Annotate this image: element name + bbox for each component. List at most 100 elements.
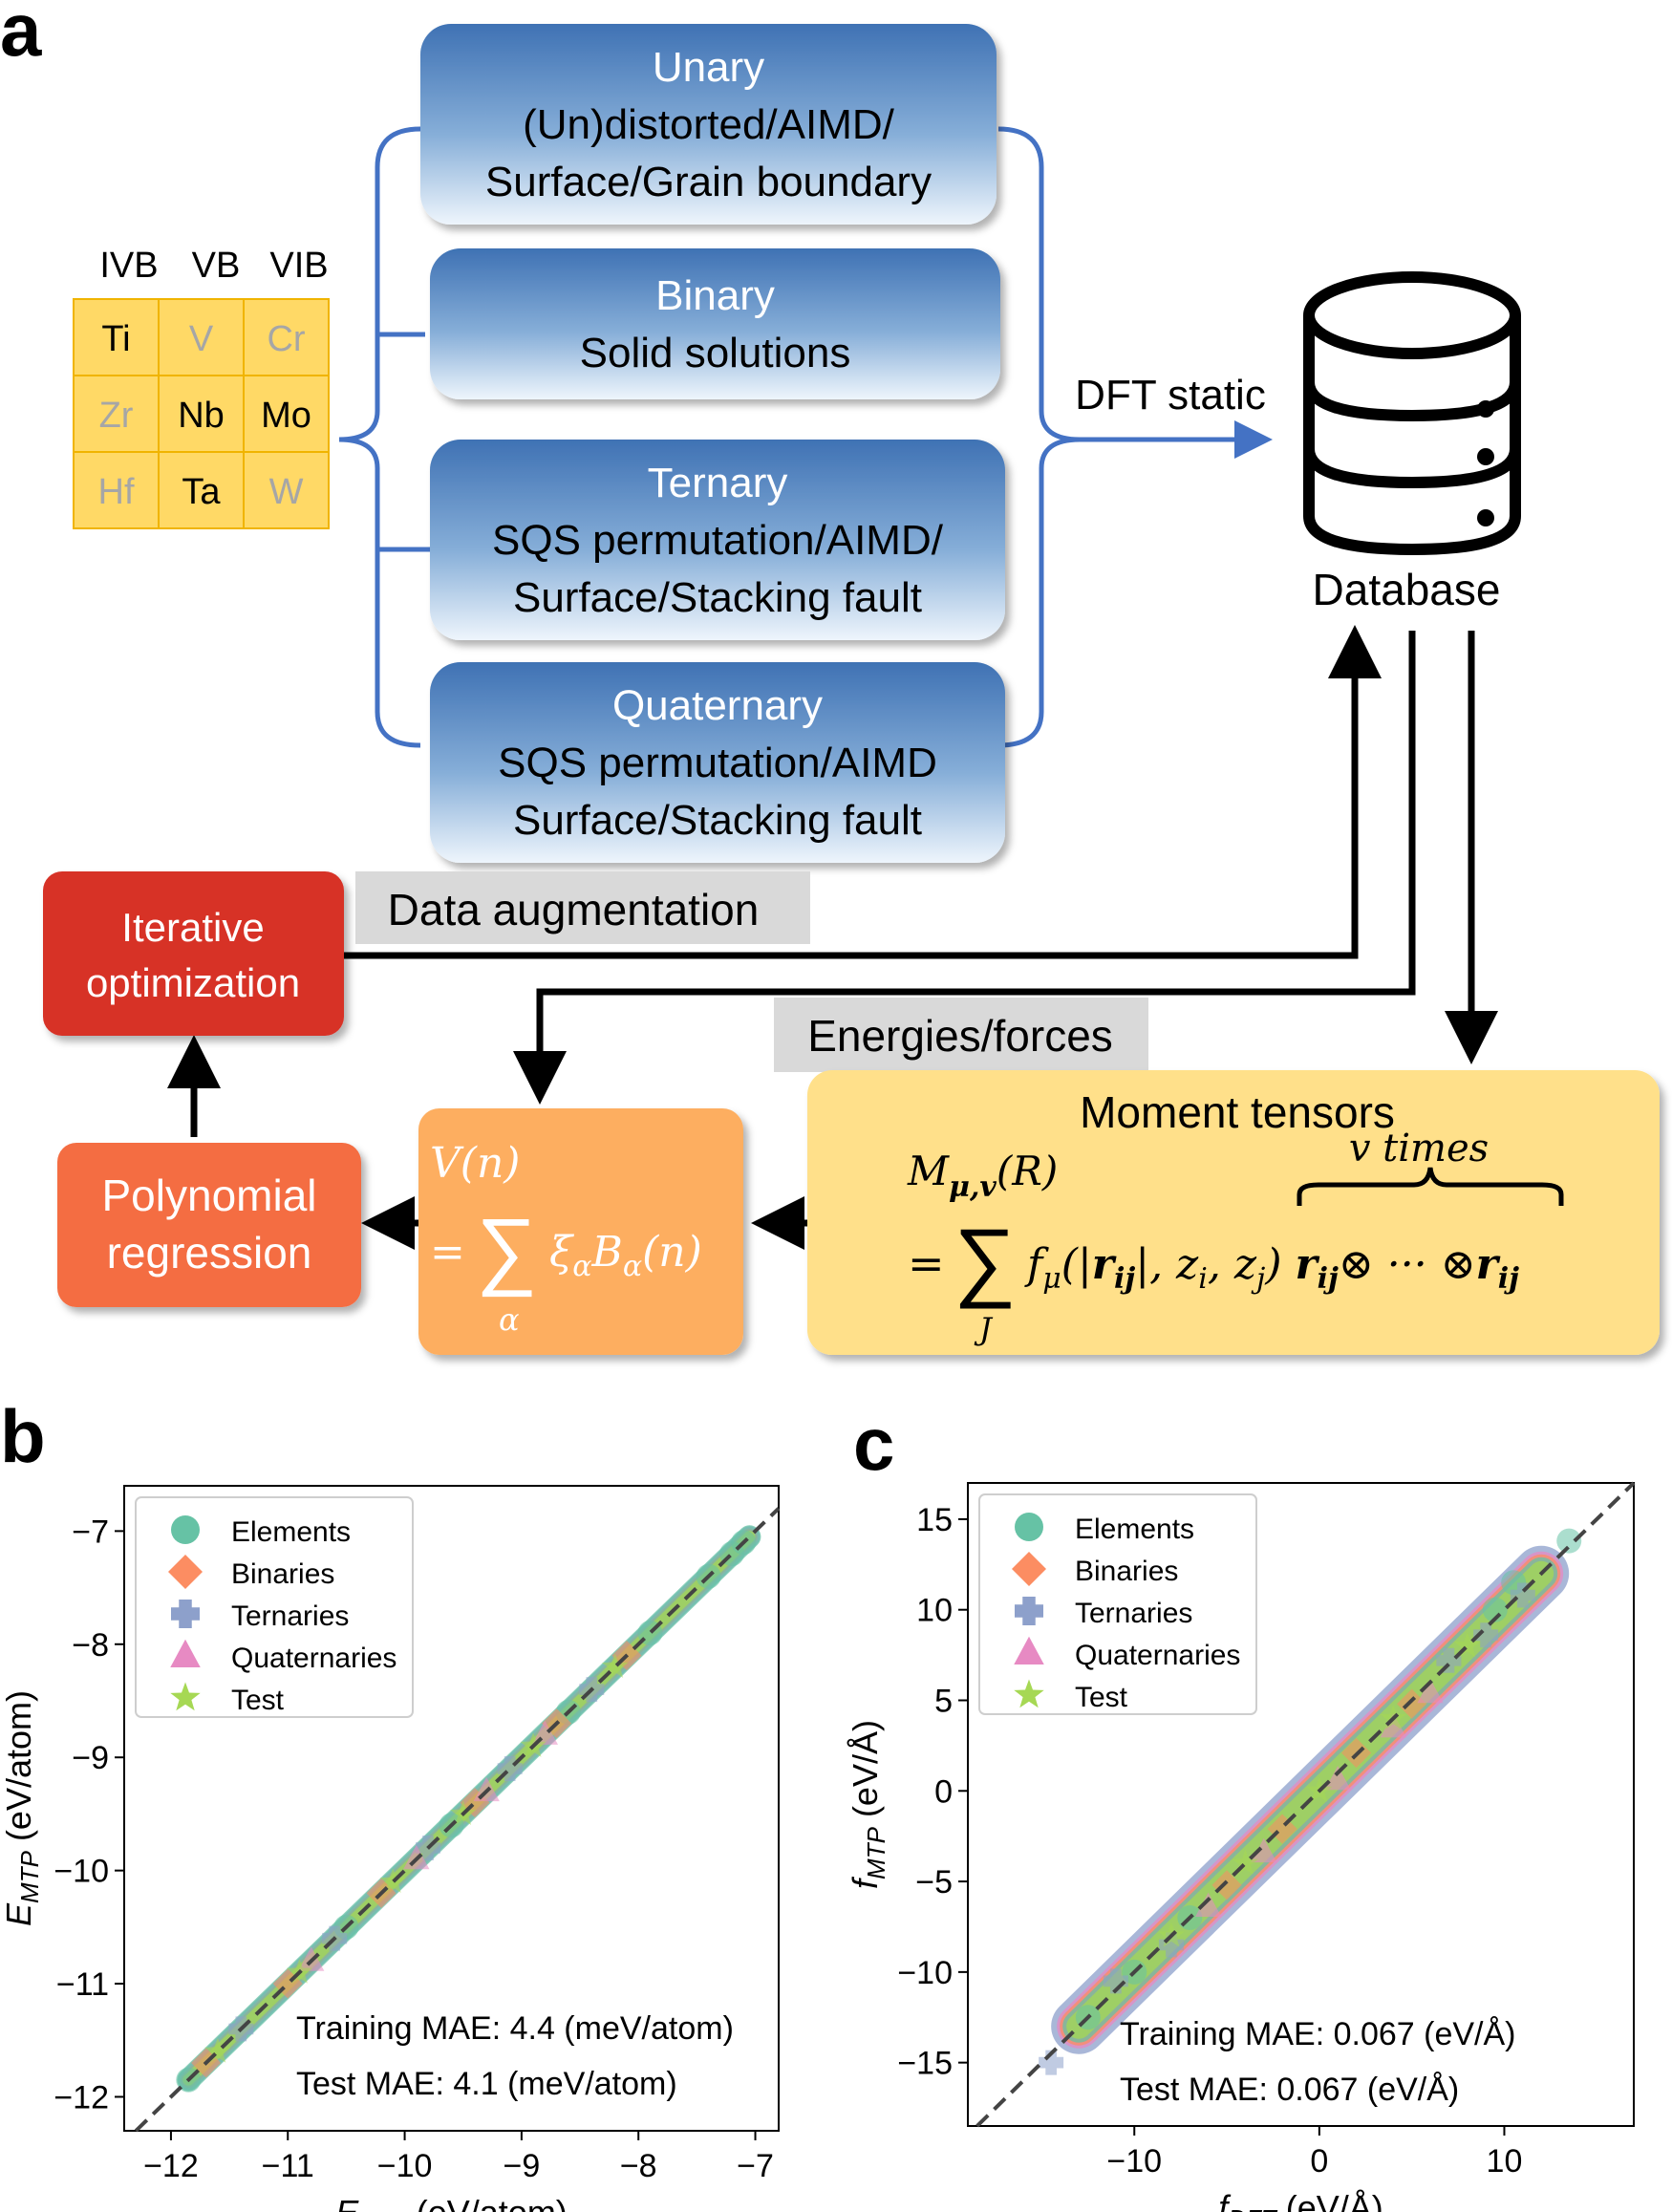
potential-formula-box: V(n) = ∑ α ξαBα(n): [418, 1108, 743, 1355]
panel-label-a: a: [0, 0, 42, 72]
identity-line: [134, 1507, 781, 2133]
database-icon: [1303, 271, 1521, 556]
legend-marker-ternaries: [171, 1600, 200, 1628]
legend-marker-test: [1014, 1679, 1044, 1708]
moment-tensors-box: Moment tensors Mμ,v(R) v times = ∑ J fμ(…: [807, 1070, 1660, 1355]
element-cell-nb: Nb: [158, 375, 245, 453]
point-test: [1232, 1849, 1258, 1875]
energies-forces-label: Energies/forces: [807, 1011, 1113, 1061]
mae-annotation: Test MAE: 4.1 (meV/atom): [296, 2066, 677, 2102]
data-category-line: Ternary: [648, 460, 788, 506]
y-axis-label: fMTP (eV/Å): [846, 1720, 890, 1889]
identity-line: [975, 1481, 1636, 2128]
element-cell-mo: Mo: [243, 375, 330, 453]
point-quaternaries: [1380, 1712, 1406, 1738]
group-label: VB: [192, 246, 241, 286]
energies-forces-bg: [774, 998, 1148, 1072]
legend-marker-ternaries: [1015, 1597, 1043, 1625]
y-tick-label: −9: [72, 1740, 109, 1776]
point-ternaries: [1473, 1622, 1499, 1648]
x-tick-label: −10: [377, 2148, 433, 2184]
element-cell-w: W: [243, 451, 330, 529]
energy-parity-plot: −12−11−10−9−8−7−12−11−10−9−8−7EDFT (eV/a…: [0, 1485, 781, 2212]
moment-sum: ∑: [954, 1212, 1017, 1309]
poly-line: Polynomial: [102, 1170, 317, 1220]
legend-marker-binaries: [168, 1555, 203, 1589]
element-symbol: Nb: [178, 396, 225, 436]
x-tick-label: 10: [1487, 2143, 1523, 2180]
data-category-box: Unary(Un)distorted/AIMD/Surface/Grain bo…: [420, 24, 997, 225]
x-tick-label: −7: [737, 2148, 774, 2184]
left-bracket: [338, 126, 430, 748]
iterative-line: optimization: [86, 960, 300, 1005]
polynomial-regression-box: Polynomial regression: [57, 1143, 361, 1307]
legend-label: Binaries: [231, 1558, 334, 1590]
x-tick-label: −11: [262, 2148, 314, 2184]
panel-label-c: c: [853, 1402, 894, 1486]
point-test: [204, 2037, 231, 2063]
legend-marker-elements: [1015, 1513, 1043, 1541]
y-tick-label: −8: [72, 1627, 109, 1664]
y-tick-label: −7: [72, 1514, 109, 1550]
data-category-line: SQS permutation/AIMD: [498, 740, 937, 786]
legend-marker-quaternaries: [1014, 1636, 1044, 1664]
y-tick-label: −5: [915, 1864, 953, 1901]
legend: ElementsBinariesTernariesQuaternariesTes…: [135, 1496, 414, 1718]
legend-label: Ternaries: [1075, 1598, 1192, 1629]
point-ternaries: [1158, 1932, 1184, 1958]
data-category-line: Unary: [653, 44, 764, 91]
point-ternaries: [1510, 1582, 1535, 1608]
y-tick-label: 15: [916, 1502, 953, 1538]
element-symbol: Ta: [182, 472, 221, 512]
moment-title: Moment tensors: [1080, 1087, 1395, 1137]
legend-label: Ternaries: [231, 1600, 349, 1632]
y-tick-label: −15: [897, 2046, 953, 2082]
y-tick-label: −10: [54, 1854, 109, 1890]
y-tick-label: 5: [934, 1683, 953, 1719]
point-elements: [1556, 1528, 1582, 1554]
element-symbol: Mo: [261, 396, 311, 436]
element-symbol: V: [189, 319, 214, 359]
data-category-line: Binary: [655, 272, 775, 319]
data-augmentation-bg: [355, 871, 810, 944]
v-times-label: v times: [1349, 1127, 1489, 1170]
iterative-optimization-box: Iterative optimization: [43, 871, 344, 1036]
moment-sum-index: J: [974, 1311, 994, 1347]
moment-term: fμ(|rij|, zi, zj) rij⊗ ··· ⊗rij: [1024, 1240, 1519, 1296]
element-cell-hf: Hf: [73, 451, 160, 529]
point-test: [602, 1653, 629, 1678]
point-ternaries: [497, 1756, 523, 1782]
group-label: VIB: [269, 246, 328, 286]
point-ternaries: [1436, 1647, 1462, 1673]
x-axis-label: fDFT (eV/Å): [1218, 2188, 1383, 2212]
point-elements: [1482, 1597, 1508, 1622]
legend-marker-binaries: [1012, 1552, 1046, 1586]
element-symbol: Zr: [99, 396, 134, 436]
point-quaternaries: [1195, 1892, 1222, 1918]
element-symbol: Hf: [98, 472, 135, 512]
data-category-line: Surface/Grain boundary: [485, 159, 932, 205]
point-ternaries: [1103, 1968, 1128, 1994]
y-axis-label: EMTP (eV/atom): [0, 1690, 44, 1926]
point-quaternaries: [1251, 1837, 1277, 1863]
right-bracket: [997, 126, 1081, 748]
data-augmentation-label: Data augmentation: [388, 885, 760, 934]
data-category-line: Solid solutions: [580, 330, 851, 376]
legend-label: Elements: [1075, 1514, 1194, 1545]
element-symbol: Ti: [101, 319, 130, 359]
point-ternaries: [1039, 2050, 1064, 2075]
x-tick-label: 0: [1310, 2143, 1328, 2180]
x-tick-label: −12: [143, 2148, 199, 2184]
legend: ElementsBinariesTernariesQuaternariesTes…: [978, 1493, 1257, 1715]
mae-annotation: Training MAE: 0.067 (eV/Å): [1120, 2016, 1515, 2052]
x-tick-label: −10: [1106, 2143, 1162, 2180]
point-test: [1454, 1632, 1481, 1658]
element-symbol: W: [269, 472, 304, 512]
element-cell-zr: Zr: [73, 375, 160, 453]
sum-index: α: [499, 1301, 520, 1338]
dft-static-label: DFT static: [1075, 372, 1266, 419]
